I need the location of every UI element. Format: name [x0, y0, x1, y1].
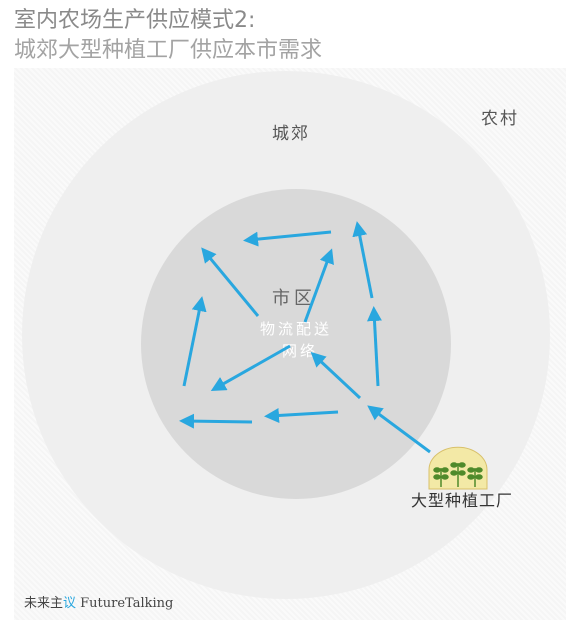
arrow-left-up — [182, 296, 207, 387]
title-line-1: 室内农场生产供应模式2: — [14, 8, 256, 33]
logistics-arrows — [179, 221, 431, 454]
city-label: 市区 — [272, 288, 316, 309]
arrow-right-up-1 — [366, 306, 382, 387]
rural-label: 农村 — [481, 109, 519, 129]
arrow-edge-to-center — [310, 351, 362, 400]
brand-footer: 未来主议 FutureTalking — [24, 592, 173, 611]
network-label-line-1: 物流配送 — [260, 320, 332, 338]
arrow-bottom-1 — [264, 407, 339, 423]
arrow-top-left — [243, 230, 332, 247]
factory-label: 大型种植工厂 — [411, 491, 513, 510]
brand-accent: 议 — [63, 596, 77, 611]
title-line-2: 城郊大型种植工厂供应本市需求 — [14, 38, 323, 63]
brand-suffix: FutureTalking — [76, 596, 174, 611]
arrow-right-up-2 — [352, 221, 374, 299]
suburb-label: 城郊 — [272, 124, 310, 144]
diagram-title: 室内农场生产供应模式2: 城郊大型种植工厂供应本市需求 — [14, 6, 322, 66]
network-label-line-2: 网络 — [282, 342, 318, 360]
arrow-diagonal-up-left — [201, 247, 260, 317]
greenhouse-icon — [428, 446, 488, 490]
arrow-bottom-2 — [179, 413, 253, 429]
arrow-factory-to-edge — [367, 405, 431, 454]
brand-prefix: 未来主 — [24, 596, 64, 611]
arrow-down-left — [210, 344, 291, 391]
arrow-center-up — [303, 248, 334, 323]
